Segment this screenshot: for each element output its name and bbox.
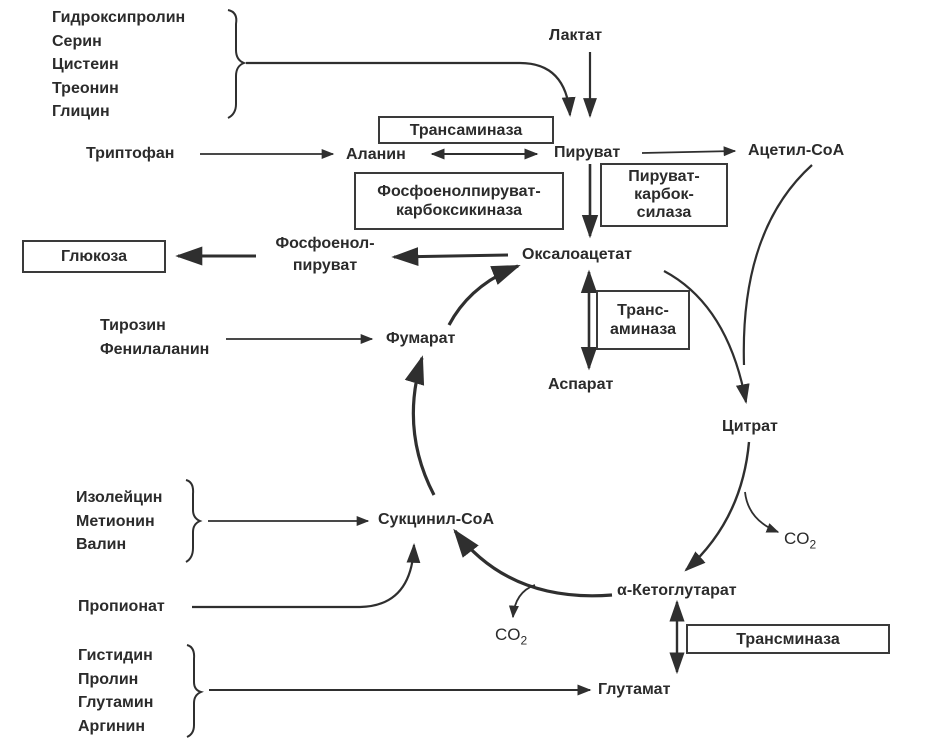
aa-serine: Серин	[52, 32, 102, 50]
node-oxaloacetate: Оксалоацетат	[522, 246, 632, 263]
co2-subscript: 2	[809, 537, 817, 552]
arrow-co2-from-akg	[508, 584, 536, 619]
node-fumarate: Фумарат	[386, 330, 456, 347]
glucose-label: Глюкоза	[60, 248, 128, 265]
aa-valine: Валин	[76, 536, 127, 553]
brace-top-group	[227, 9, 247, 119]
enzyme-label-line-2: карбок-	[634, 186, 694, 203]
node-aspartate: Аспарат	[548, 376, 614, 393]
arc-succinylcoa-to-fumarate	[404, 355, 436, 496]
node-pyruvate: Пируват	[554, 144, 621, 161]
aa-proline: Пролин	[78, 670, 139, 688]
enzyme-pep-carboxykinase: Фосфоенолпируват- карбоксикиназа	[354, 172, 564, 230]
arrow-aminoacids-to-pyruvate	[246, 61, 576, 117]
enzyme-label-line-1: Пируват-	[628, 168, 700, 185]
node-tryptophan: Триптофан	[86, 145, 175, 162]
co2-subscript: 2	[520, 633, 528, 648]
node-lactate: Лактат	[549, 27, 603, 44]
enzyme-transaminase-middle: Транс- аминаза	[596, 290, 690, 350]
enzyme-label-line-2: карбоксикиназа	[395, 202, 523, 219]
co2-text: CO	[495, 625, 521, 644]
aa-phenylalanine: Фенилаланин	[100, 340, 210, 358]
arc-oxaloacetate-to-citrate	[663, 270, 750, 404]
aa-glycine: Глицин	[52, 103, 110, 120]
node-glucose-box: Глюкоза	[22, 240, 166, 273]
aa-methionine: Метионин	[76, 512, 155, 530]
group-top-amino-acids: Гидроксипролин Серин Цистеин Треонин Гли…	[52, 6, 185, 124]
enzyme-label-line-1: Фосфоенолпируват-	[377, 183, 541, 200]
arrow-propionate-to-succinylcoa	[192, 543, 421, 609]
enzyme-label: Трансминаза	[736, 630, 840, 648]
node-co2-citrate: CO2	[784, 528, 816, 555]
brace-glu-group	[186, 644, 204, 738]
arc-akg-to-succinylcoa	[453, 528, 613, 598]
node-citrate: Цитрат	[722, 418, 778, 435]
enzyme-transaminase-top: Трансаминаза	[378, 116, 554, 144]
aa-histidine: Гистидин	[78, 647, 153, 664]
aa-hydroxyproline: Гидроксипролин	[52, 9, 186, 26]
aa-tyrosine: Тирозин	[100, 317, 166, 334]
arrow-co2-from-citrate	[744, 491, 780, 533]
enzyme-label: Трансаминаза	[409, 121, 523, 139]
group-ile-met-val: Изолейцин Метионин Валин	[76, 486, 162, 557]
group-tyr-phe: Тирозин Фенилаланин	[100, 314, 209, 361]
node-phosphoenolpyruvate: Фосфоенол- пируват	[262, 233, 388, 277]
aa-arginine: Аргинин	[78, 717, 145, 735]
enzyme-transaminase-bottom: Трансминаза	[686, 624, 890, 654]
arrow-pyruvate-to-acetylcoa	[641, 146, 737, 157]
enzyme-label-line-2: аминаза	[610, 321, 676, 338]
aa-cysteine: Цистеин	[52, 56, 119, 73]
aa-threonine: Треонин	[52, 79, 119, 97]
co2-text: CO	[784, 529, 810, 548]
node-alanine: Аланин	[346, 146, 406, 163]
brace-ile-group	[185, 479, 203, 563]
node-alpha-ketoglutarate: α-Кетоглутарат	[617, 582, 737, 599]
arc-citrate-to-akg	[684, 441, 751, 572]
pep-line-1: Фосфоенол-	[275, 235, 375, 252]
aa-isoleucine: Изолейцин	[76, 489, 163, 506]
pep-line-2: пируват	[292, 257, 358, 274]
arc-fumarate-to-oxaloacetate	[447, 264, 521, 326]
aa-glutamine: Глутамин	[78, 694, 154, 711]
enzyme-pyruvate-carboxylase: Пируват- карбок- силаза	[600, 163, 728, 227]
node-co2-akg: CO2	[495, 624, 527, 651]
arrow-oxaloacetate-to-pep	[391, 247, 509, 267]
node-propionate: Пропионат	[78, 598, 165, 615]
arc-acetylcoa-to-citrate	[742, 164, 813, 366]
node-succinyl-coa: Сукцинил-CoA	[378, 511, 495, 528]
node-glutamate: Глутамат	[598, 681, 671, 698]
group-glu-sources: Гистидин Пролин Глутамин Аргинин	[78, 644, 153, 738]
node-acetyl-coa: Ацетил-CoA	[748, 142, 845, 159]
enzyme-label-line-3: силаза	[636, 204, 692, 221]
enzyme-label-line-1: Транс-	[617, 302, 669, 319]
